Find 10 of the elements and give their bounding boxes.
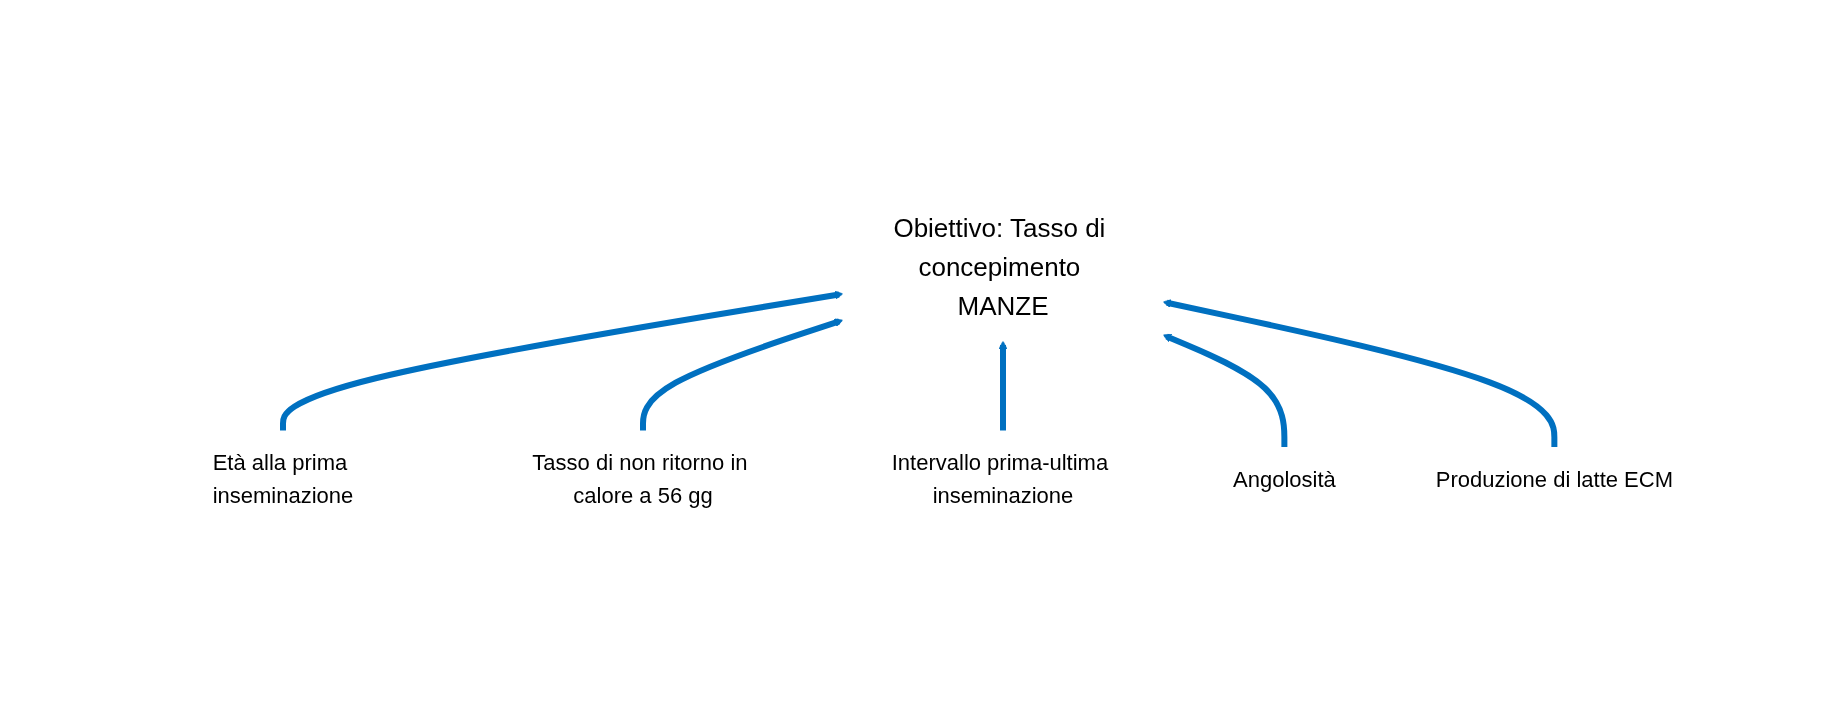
arrow [1162, 299, 1557, 448]
node-text: Intervallo prima-ultima inseminazione [891, 450, 1108, 508]
node-text: Angolosità [1232, 466, 1336, 492]
node-text: Obiettivo: Tasso di concepimento MANZE [892, 213, 1105, 321]
arrow [639, 318, 843, 431]
node-text: Tasso di non ritorno in calore a 56 gg [531, 450, 748, 508]
arrow [1162, 333, 1287, 448]
node-text: Produzione di latte ECM [1435, 466, 1673, 492]
arrow [998, 340, 1007, 431]
node-text: Età alla prima inseminazione [212, 450, 353, 508]
